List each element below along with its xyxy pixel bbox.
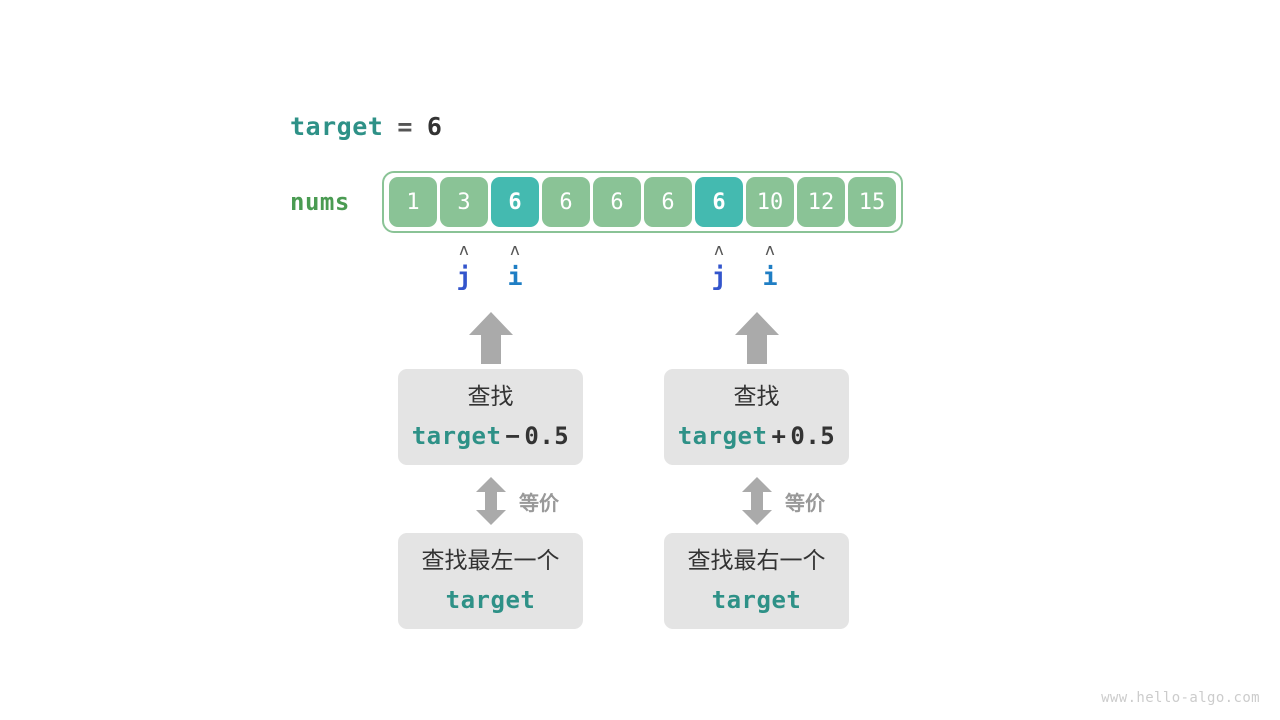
array-cell-0: 1	[389, 177, 437, 227]
array-cell-5: 6	[644, 177, 692, 227]
right-upper-box-expression: target+0.5	[678, 420, 836, 452]
left-lower-box-line2: target	[445, 586, 536, 614]
right-up-arrow-icon	[735, 312, 779, 364]
left-upper-box: 查找 target−0.5	[398, 369, 583, 465]
pointer-caret-icon: ʌ	[459, 240, 469, 259]
left-up-arrow-icon	[469, 312, 513, 364]
left-lower-box: 查找最左一个 target	[398, 533, 583, 629]
left-equivalence-arrow-icon	[476, 477, 506, 525]
right-upper-box-line1: 查找	[733, 384, 780, 410]
target-declaration: target = 6	[290, 112, 442, 141]
left-expr-value: 0.5	[524, 422, 570, 450]
right-upper-box: 查找 target+0.5	[664, 369, 849, 465]
array-cell-9: 15	[848, 177, 896, 227]
right-expr-name: target	[677, 422, 768, 450]
target-value: 6	[426, 112, 443, 141]
right-lower-box-line1: 查找最右一个	[687, 548, 826, 574]
pointer-label-left-j: j	[456, 262, 472, 291]
pointer-label-right-i: i	[762, 262, 778, 291]
target-equals-sign: =	[397, 112, 413, 141]
pointer-label-right-j: j	[711, 262, 727, 291]
array-cell-2: 6	[491, 177, 539, 227]
left-upper-box-expression: target−0.5	[412, 420, 570, 452]
pointer-label-left-i: i	[507, 262, 523, 291]
left-equivalence-label: 等价	[519, 491, 559, 515]
array-cell-3: 6	[542, 177, 590, 227]
left-upper-box-line1: 查找	[467, 384, 514, 410]
pointer-caret-icon: ʌ	[714, 240, 724, 259]
array-cell-1: 3	[440, 177, 488, 227]
left-expr-operator: −	[505, 422, 521, 450]
array-cell-8: 12	[797, 177, 845, 227]
nums-label: nums	[290, 188, 350, 216]
right-expr-operator: +	[771, 422, 787, 450]
right-lower-box-line2: target	[711, 586, 802, 614]
array-cell-6: 6	[695, 177, 743, 227]
left-expr-name: target	[411, 422, 502, 450]
array-cell-7: 10	[746, 177, 794, 227]
pointer-caret-icon: ʌ	[510, 240, 520, 259]
right-expr-value: 0.5	[790, 422, 836, 450]
target-variable-name: target	[290, 112, 384, 141]
left-lower-box-line1: 查找最左一个	[421, 548, 560, 574]
pointer-caret-icon: ʌ	[765, 240, 775, 259]
watermark: www.hello-algo.com	[1101, 690, 1260, 706]
array-cell-4: 6	[593, 177, 641, 227]
right-equivalence-arrow-icon	[742, 477, 772, 525]
right-lower-box: 查找最右一个 target	[664, 533, 849, 629]
right-equivalence-label: 等价	[785, 491, 825, 515]
